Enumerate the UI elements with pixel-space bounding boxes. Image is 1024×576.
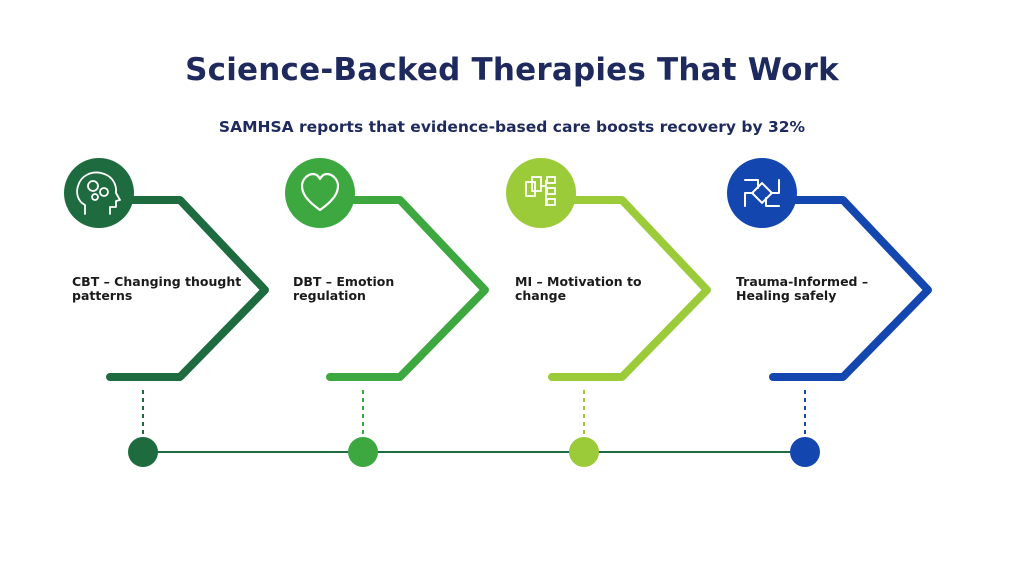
head-gears-icon (76, 171, 121, 215)
step-1 (64, 158, 269, 467)
step-2-node (348, 437, 378, 467)
step-4-chevron (769, 196, 932, 381)
step-3-chevron (548, 196, 711, 381)
step-3-node (569, 437, 599, 467)
step-3-label: MI – Motivation to change (515, 274, 642, 303)
step-4-icon-circle (727, 158, 797, 228)
step-4-label: Trauma-Informed – Healing safely (736, 274, 869, 303)
step-4-node (790, 437, 820, 467)
flowchart-icon (525, 176, 556, 206)
step-2-chevron (326, 196, 489, 381)
page-subtitle: SAMHSA reports that evidence-based care … (218, 118, 806, 136)
step-1-node (128, 437, 158, 467)
step-2-label: DBT – Emotion regulation (293, 274, 395, 303)
step-4 (727, 158, 932, 467)
step-3 (506, 158, 711, 467)
step-1-chevron (106, 196, 269, 381)
heart-icon (300, 172, 340, 212)
joined-hands-icon (744, 179, 780, 207)
page-title: Science-Backed Therapies That Work (185, 52, 839, 88)
step-3-icon-circle (506, 158, 576, 228)
step-2 (285, 158, 489, 467)
step-1-label: CBT – Changing thought patterns (72, 274, 242, 303)
step-1-icon-circle (64, 158, 134, 228)
step-2-icon-circle (285, 158, 355, 228)
